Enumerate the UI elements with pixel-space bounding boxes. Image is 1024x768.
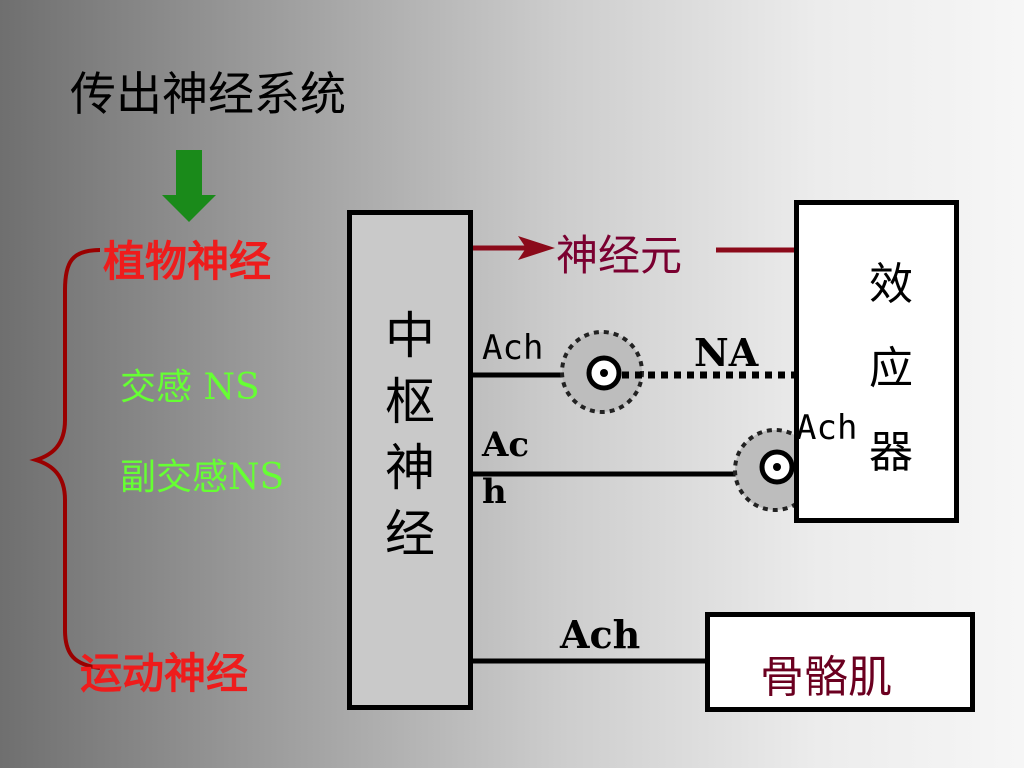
skeletal-muscle-label: 骨骼肌 [760,652,892,703]
left-brace [29,248,101,670]
parasympathetic-pre-transmitter-1: Ac [482,425,530,465]
parasympathetic-pre-transmitter-2: h [482,472,507,512]
page-title: 传出神经系统 [70,67,346,121]
central-nervous-box: 中 枢 神 经 [347,210,473,710]
neuron-label: 神经元 [556,231,683,280]
motor-transmitter: Ach [560,612,641,657]
skeletal-muscle-box: 骨骼肌 [705,612,975,712]
down-arrow-icon [162,150,216,222]
sympathetic-pre-transmitter: Ach [482,328,544,368]
effector-box: 效 应 器 [794,200,959,523]
parasympathetic-label: 副交感NS [120,457,285,498]
sympathetic-post-transmitter: NA [694,330,759,375]
motor-nerve-label: 运动神经 [80,649,249,698]
parasympathetic-post-transmitter: Ach [796,408,858,448]
sympathetic-label: 交感 NS [120,367,260,408]
central-nervous-label: 中 枢 神 经 [385,307,435,563]
autonomic-nerve-label: 植物神经 [103,237,272,286]
effector-label: 效 应 器 [869,259,913,478]
